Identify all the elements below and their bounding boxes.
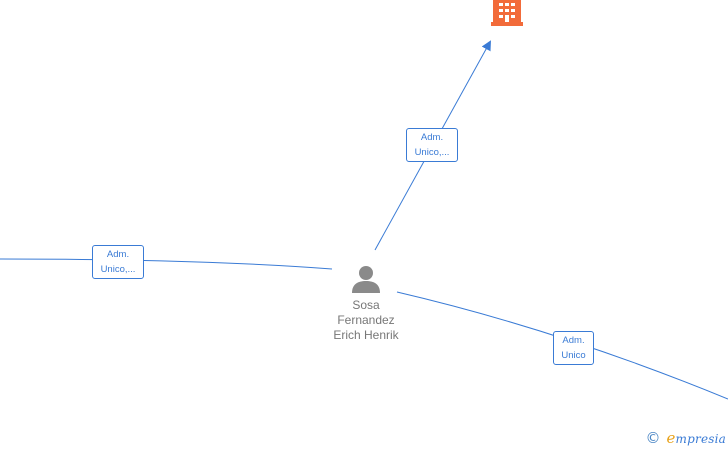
person-name-line: Sosa	[352, 298, 380, 312]
copyright-icon: ©	[645, 428, 661, 447]
edge-label-company[interactable]: Adm. Unico,...	[406, 128, 458, 162]
edge-label-line: Unico,...	[100, 264, 136, 275]
edge-label-line: Adm.	[420, 132, 444, 143]
edge-label-left[interactable]: Adm. Unico,...	[92, 245, 144, 279]
person-node[interactable]: Sosa Fernandez Erich Henrik	[322, 264, 410, 343]
edge-label-line: Unico,...	[414, 147, 450, 158]
person-name-line: Fernandez	[337, 313, 395, 327]
edge-label-right[interactable]: Adm. Unico	[553, 331, 594, 365]
person-name-line: Erich Henrik	[333, 328, 399, 342]
person-name: Sosa Fernandez Erich Henrik	[322, 298, 410, 343]
footer-brand: © empresia	[645, 429, 726, 447]
brand-first-letter: e	[666, 429, 676, 447]
edge-label-line: Adm.	[106, 249, 130, 260]
person-icon	[352, 266, 380, 293]
building-icon	[491, 0, 523, 26]
brand-rest: mpresia	[675, 432, 726, 446]
edge-label-line: Unico	[561, 350, 586, 361]
edge-to-left	[0, 258, 333, 270]
company-node[interactable]	[491, 0, 523, 31]
brand-logo[interactable]: empresia	[666, 429, 726, 447]
edge-label-line: Adm.	[562, 335, 585, 346]
